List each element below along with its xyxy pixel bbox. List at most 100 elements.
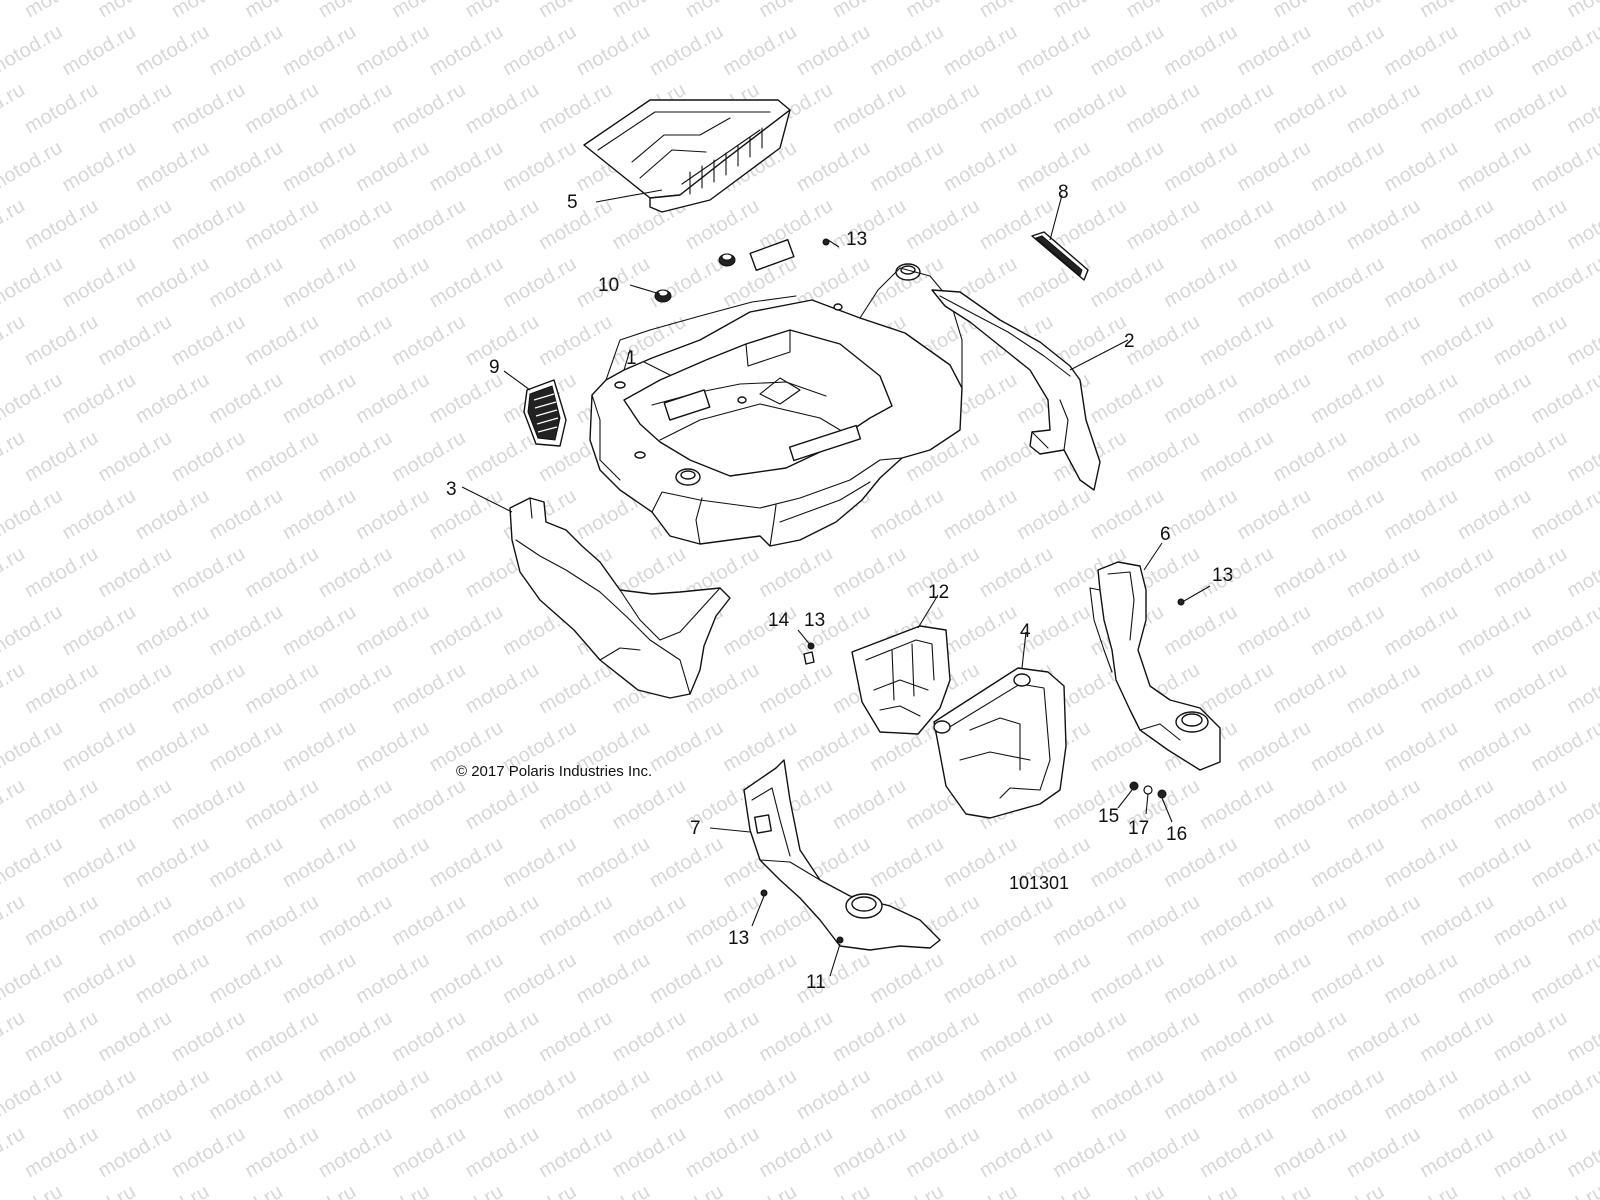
watermark-text: motod.ru bbox=[1196, 1007, 1277, 1067]
watermark-text: motod.ru bbox=[1380, 833, 1461, 893]
watermark-text: motod.ru bbox=[1343, 195, 1424, 255]
watermark-text: motod.ru bbox=[1343, 1007, 1424, 1067]
watermark-text: motod.ru bbox=[1123, 427, 1204, 487]
watermark-text: motod.ru bbox=[940, 485, 1021, 545]
copyright-notice: © 2017 Polaris Industries Inc. bbox=[456, 763, 652, 780]
watermark-text: motod.ru bbox=[1490, 543, 1571, 603]
watermark-text: motod.ru bbox=[793, 137, 874, 197]
watermark-text: motod.ru bbox=[793, 1065, 874, 1125]
watermark-text: motod.ru bbox=[1416, 0, 1497, 22]
watermark-text: motod.ru bbox=[1196, 659, 1277, 719]
watermark-text: motod.ru bbox=[462, 775, 543, 835]
watermark-text: motod.ru bbox=[352, 253, 433, 313]
watermark-text: motod.ru bbox=[0, 717, 66, 777]
watermark-text: motod.ru bbox=[1343, 891, 1424, 951]
left-side-panel-part bbox=[509, 497, 731, 699]
watermark-text: motod.ru bbox=[1269, 775, 1350, 835]
watermark-text: motod.ru bbox=[1087, 833, 1168, 893]
watermark-text: motod.ru bbox=[1527, 253, 1600, 313]
watermark-text: motod.ru bbox=[1269, 1007, 1350, 1067]
watermark-text: motod.ru bbox=[755, 195, 836, 255]
watermark-text: motod.ru bbox=[205, 1065, 286, 1125]
watermark-text: motod.ru bbox=[279, 369, 360, 429]
watermark-text: motod.ru bbox=[352, 717, 433, 777]
watermark-text: motod.ru bbox=[1049, 195, 1130, 255]
watermark-text: motod.ru bbox=[1013, 485, 1094, 545]
callout-6: 6 bbox=[1160, 524, 1171, 545]
watermark-text: motod.ru bbox=[279, 485, 360, 545]
watermark-text: motod.ru bbox=[719, 21, 800, 81]
watermark-text: motod.ru bbox=[646, 833, 727, 893]
watermark-text: motod.ru bbox=[1563, 311, 1600, 371]
watermark-text: motod.ru bbox=[682, 1007, 763, 1067]
watermark-text: motod.ru bbox=[94, 195, 175, 255]
watermark-text: motod.ru bbox=[1196, 0, 1277, 22]
watermark-text: motod.ru bbox=[976, 543, 1057, 603]
watermark-text: motod.ru bbox=[1160, 485, 1241, 545]
watermark-text: motod.ru bbox=[535, 891, 616, 951]
watermark-text: motod.ru bbox=[940, 949, 1021, 1009]
watermark-text: motod.ru bbox=[168, 1123, 249, 1183]
watermark-text: motod.ru bbox=[1087, 253, 1168, 313]
callout-13-right: 13 bbox=[1212, 565, 1233, 586]
watermark-text: motod.ru bbox=[866, 137, 947, 197]
watermark-text: motod.ru bbox=[1196, 427, 1277, 487]
watermark-text: motod.ru bbox=[866, 833, 947, 893]
watermark-text: motod.ru bbox=[1490, 1007, 1571, 1067]
watermark-text: motod.ru bbox=[279, 601, 360, 661]
watermark-text: motod.ru bbox=[462, 311, 543, 371]
watermark-text: motod.ru bbox=[1233, 833, 1314, 893]
watermark-text: motod.ru bbox=[535, 1007, 616, 1067]
watermark-text: motod.ru bbox=[21, 891, 102, 951]
watermark-text: motod.ru bbox=[58, 833, 139, 893]
watermark-text: motod.ru bbox=[426, 253, 507, 313]
watermark-text: motod.ru bbox=[94, 427, 175, 487]
watermark-text: motod.ru bbox=[1416, 1007, 1497, 1067]
watermark-text: motod.ru bbox=[388, 311, 469, 371]
watermark-text: motod.ru bbox=[1416, 79, 1497, 139]
watermark-text: motod.ru bbox=[1490, 311, 1571, 371]
watermark-text: motod.ru bbox=[426, 601, 507, 661]
watermark-text: motod.ru bbox=[58, 137, 139, 197]
watermark-text: motod.ru bbox=[1269, 659, 1350, 719]
watermark-text: motod.ru bbox=[0, 833, 66, 893]
watermark-text: motod.ru bbox=[755, 1123, 836, 1183]
watermark-text: motod.ru bbox=[21, 195, 102, 255]
watermark-text: motod.ru bbox=[132, 601, 213, 661]
watermark-text: motod.ru bbox=[462, 1007, 543, 1067]
callout-9: 9 bbox=[489, 357, 500, 378]
watermark-text: motod.ru bbox=[1527, 21, 1600, 81]
watermark-text: motod.ru bbox=[573, 949, 654, 1009]
watermark-text: motod.ru bbox=[1380, 253, 1461, 313]
watermark-text: motod.ru bbox=[1013, 1181, 1094, 1200]
watermark-text: motod.ru bbox=[1563, 1007, 1600, 1067]
watermark-text: motod.ru bbox=[1454, 949, 1535, 1009]
watermark-text: motod.ru bbox=[58, 369, 139, 429]
watermark-text: motod.ru bbox=[1416, 195, 1497, 255]
callout-5: 5 bbox=[567, 192, 578, 213]
watermark-text: motod.ru bbox=[1049, 1123, 1130, 1183]
watermark-text: motod.ru bbox=[940, 21, 1021, 81]
watermark-text: motod.ru bbox=[241, 0, 322, 22]
watermark-text: motod.ru bbox=[0, 659, 29, 719]
watermark-text: motod.ru bbox=[1454, 833, 1535, 893]
callout-12: 12 bbox=[928, 582, 949, 603]
watermark-text: motod.ru bbox=[241, 891, 322, 951]
watermark-text: motod.ru bbox=[573, 833, 654, 893]
watermark-text: motod.ru bbox=[1087, 21, 1168, 81]
watermark-text: motod.ru bbox=[1563, 659, 1600, 719]
watermark-text: motod.ru bbox=[315, 79, 396, 139]
watermark-text: motod.ru bbox=[1160, 1065, 1241, 1125]
watermark-text: motod.ru bbox=[94, 1007, 175, 1067]
callout-11: 11 bbox=[806, 972, 826, 993]
watermark-text: motod.ru bbox=[1233, 485, 1314, 545]
watermark-text: motod.ru bbox=[829, 1123, 910, 1183]
watermark-text: motod.ru bbox=[168, 311, 249, 371]
callout-3: 3 bbox=[446, 479, 457, 500]
watermark-text: motod.ru bbox=[205, 833, 286, 893]
watermark-text: motod.ru bbox=[1123, 79, 1204, 139]
watermark-text: motod.ru bbox=[388, 195, 469, 255]
badge-part bbox=[1031, 231, 1089, 281]
watermark-text: motod.ru bbox=[1454, 1065, 1535, 1125]
watermark-text: motod.ru bbox=[1087, 485, 1168, 545]
